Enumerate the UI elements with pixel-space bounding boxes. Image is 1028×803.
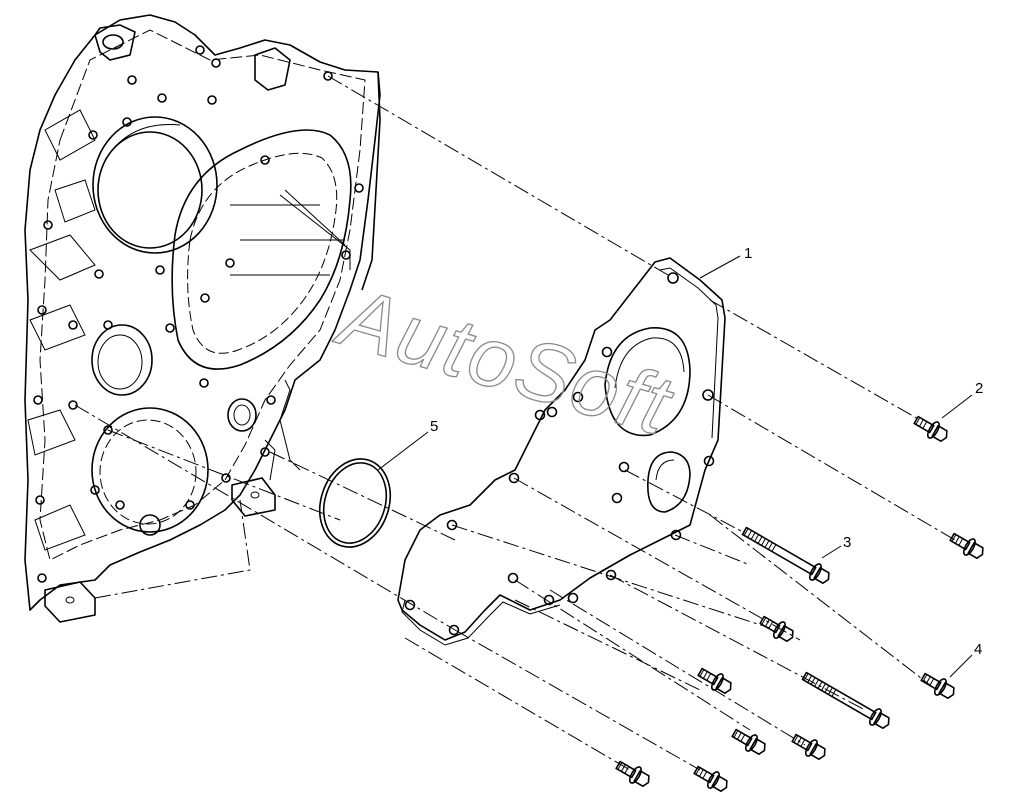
- bolt-4-a: [920, 672, 955, 699]
- bolt-3-long-b: [801, 671, 890, 729]
- callout-4: 4: [974, 641, 982, 658]
- callout-5: 5: [430, 418, 438, 435]
- bolt-2-a: [913, 415, 948, 442]
- bolt-4-f: [615, 760, 650, 787]
- cover-plate: [397, 257, 726, 646]
- o-ring: [319, 458, 391, 548]
- bolt-4-g: [693, 765, 728, 792]
- bolt-4-d: [731, 728, 766, 755]
- callout-2: 2: [975, 380, 983, 397]
- bolt-3-long-a: [741, 526, 830, 584]
- callout-1: 1: [744, 245, 752, 262]
- callout-3: 3: [843, 534, 851, 551]
- alignment-lines: [74, 75, 956, 771]
- bolt-4-b: [759, 615, 794, 642]
- bolts: [615, 415, 984, 792]
- callouts: 1 2 3 4 5: [377, 245, 983, 678]
- housing-bolt-holes: [33, 45, 364, 583]
- bolt-4-e: [791, 733, 826, 760]
- engine-block-housing: [24, 14, 381, 623]
- bolt-2-b: [949, 532, 984, 559]
- bolt-4-c: [697, 667, 732, 694]
- watermark-text: AutoSoft: [326, 268, 683, 453]
